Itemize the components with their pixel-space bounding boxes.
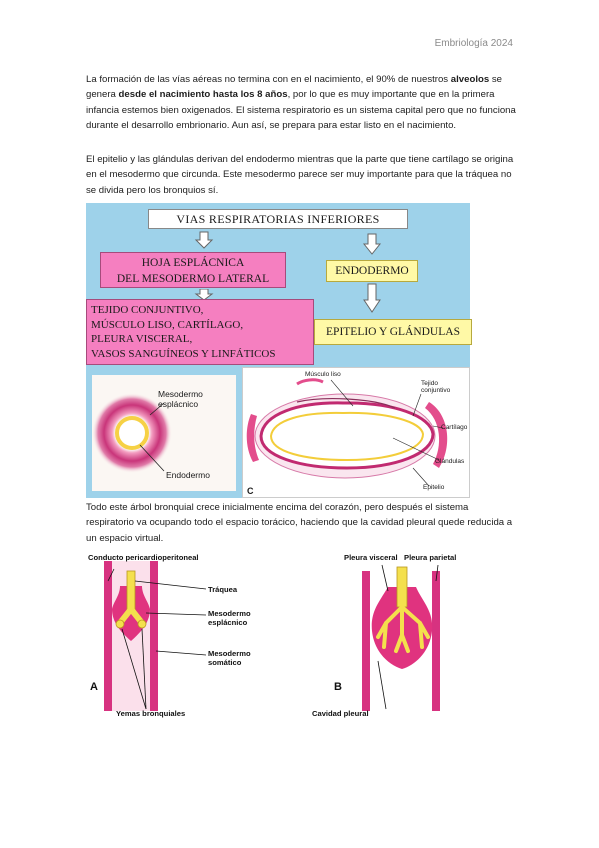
tejido-conjuntivo-box: TEJIDO CONJUNTIVO, MÚSCULO LISO, CARTÍLA… xyxy=(86,299,314,365)
label-conducto-pericardioperitoneal: Conducto pericardioperitoneal xyxy=(88,553,199,562)
label-epitelio: Epitelio xyxy=(423,484,445,491)
arrow-down-icon xyxy=(362,233,382,255)
arrow-down-icon xyxy=(194,231,214,249)
paragraph-arbol-bronquial: Todo este árbol bronquial crece inicialm… xyxy=(86,502,513,544)
panel-label-a: A xyxy=(90,681,98,693)
label-cavidad-pleural: Cavidad pleural xyxy=(312,709,369,718)
hoja-line-2: DEL MESODERMO LATERAL xyxy=(116,273,270,285)
endodermo-ring xyxy=(115,416,149,450)
label-cartilago: Cartílago xyxy=(441,424,468,431)
glandulas-layer xyxy=(269,411,425,462)
figure-vias-respiratorias: VIAS RESPIRATORIAS INFERIORES HOJA ESPLÁ… xyxy=(86,203,472,498)
paragraph-alveolos: La formación de las vías aéreas no termi… xyxy=(86,74,516,132)
endodermo-box: ENDODERMO xyxy=(326,260,418,282)
label-pleura-visceral: Pleura visceral xyxy=(344,553,398,562)
hoja-line-1: HOJA ESPLÁCNICA xyxy=(141,257,245,269)
label-mesodermo-somatico: Mesodermo somático xyxy=(208,649,251,667)
arrow-down-icon xyxy=(194,289,214,301)
cartilago-left xyxy=(246,414,259,462)
label-yemas-bronquiales: Yemas bronquiales xyxy=(116,709,186,718)
epitelio-lumen xyxy=(259,401,435,470)
flowchart-title: VIAS RESPIRATORIAS INFERIORES xyxy=(148,209,408,229)
tejido-line: VASOS SANGUÍNEOS Y LINFÁTICOS xyxy=(91,347,276,360)
panel-label-c: C xyxy=(247,486,254,496)
label-traquea: Tráquea xyxy=(208,585,238,594)
bronchial-tree-diagram xyxy=(104,561,440,711)
flowchart-panel: VIAS RESPIRATORIAS INFERIORES HOJA ESPLÁ… xyxy=(86,203,472,367)
label-glandulas: Glándulas xyxy=(435,458,465,465)
tejido-line: PLEURA VISCERAL, xyxy=(91,333,193,345)
label-tejido-conjuntivo: Tejido conjuntivo xyxy=(421,380,451,394)
epitelio-glandulas-box: EPITELIO Y GLÁNDULAS xyxy=(314,319,472,345)
ring-diagram-panel: Mesodermo esplácnico Endodermo xyxy=(86,367,242,498)
paragraph-epitelio: El epitelio y las glándulas derivan del … xyxy=(86,154,514,196)
tejido-line: MÚSCULO LISO, CARTÍLAGO, xyxy=(91,318,244,331)
label-mesodermo-esplacnico: Mesodermo esplácnico xyxy=(158,389,203,409)
label-endodermo: Endodermo xyxy=(166,470,210,480)
cartilago-right xyxy=(425,402,448,468)
panel-label-b: B xyxy=(334,681,342,693)
figure-arbol-bronquial: Conducto pericardioperitoneal Tráquea Me… xyxy=(86,551,470,723)
ring-diagram xyxy=(92,393,172,473)
tejido-line: TEJIDO CONJUNTIVO, xyxy=(91,304,204,316)
document-header: Embriología 2024 xyxy=(434,38,513,49)
label-pleura-parietal: Pleura parietal xyxy=(404,553,457,562)
label-musculo-liso: Músculo liso xyxy=(305,371,341,378)
label-mesodermo-esplacnico-2: Mesodermo esplácnico xyxy=(208,609,251,627)
hoja-esplacnica-box: HOJA ESPLÁCNICA DEL MESODERMO LATERAL xyxy=(100,252,286,288)
cross-section-panel: Músculo liso Tejido conjuntivo Cartílago… xyxy=(242,367,470,498)
cross-section-diagram xyxy=(246,378,448,487)
arrow-down-icon xyxy=(363,283,381,313)
